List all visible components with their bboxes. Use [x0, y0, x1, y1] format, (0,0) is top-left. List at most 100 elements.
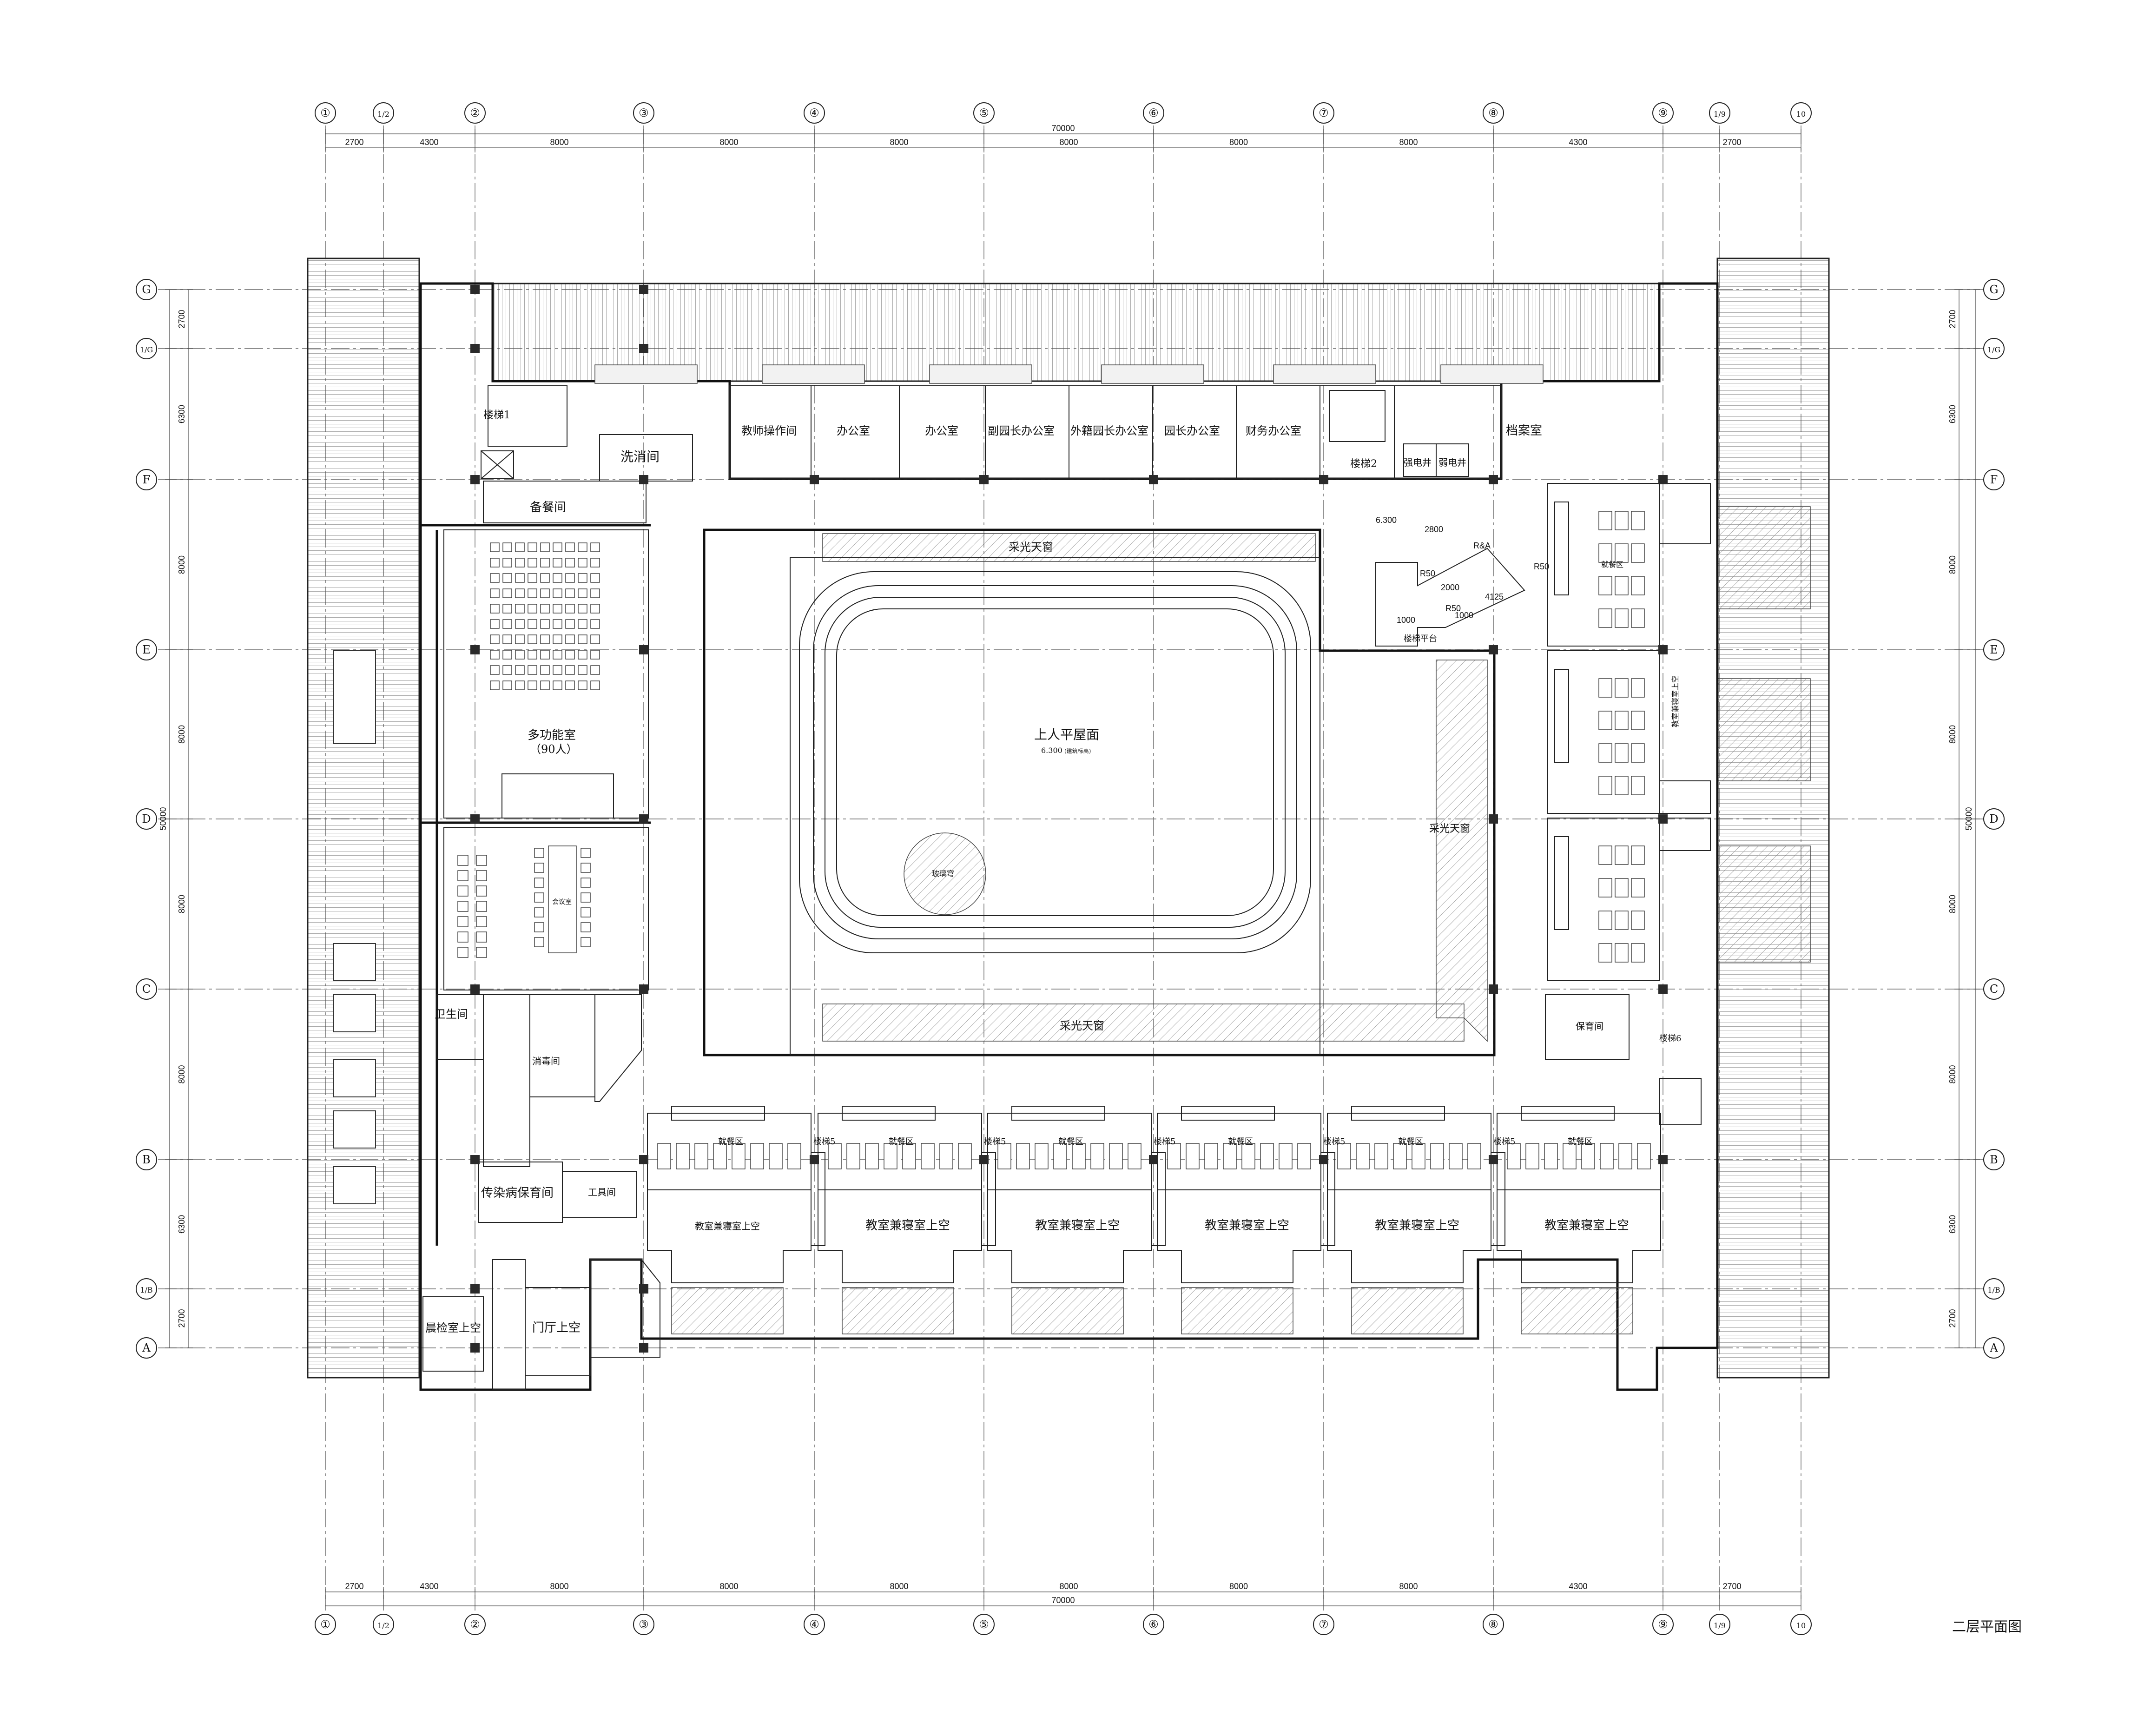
roof-level-suffix: (建筑标高) — [1064, 747, 1091, 754]
dimension-label: 8000 — [1399, 1582, 1418, 1591]
seat — [528, 604, 537, 614]
seat — [590, 573, 600, 583]
row-bubble — [136, 808, 157, 830]
structural-column — [1319, 1155, 1328, 1164]
dimension-label: 8000 — [719, 138, 738, 147]
row-bubble — [136, 639, 157, 660]
column-grid-label: ④ — [809, 106, 819, 119]
dimension-label: 8000 — [1059, 1582, 1078, 1591]
column-bubble — [973, 102, 995, 124]
structural-column — [979, 475, 989, 484]
structural-column — [470, 645, 480, 654]
vice-principal-label: 副园长办公室 — [988, 424, 1055, 437]
dimension-label: 4300 — [420, 138, 438, 147]
dining-table — [846, 1143, 860, 1169]
dining-label: 就餐区 — [1398, 1137, 1423, 1147]
office-1-label: 办公室 — [837, 424, 870, 437]
row-bubble — [1983, 808, 2005, 830]
dining-table — [1449, 1143, 1463, 1169]
seat — [590, 680, 600, 690]
seat — [553, 650, 562, 660]
structural-column — [639, 285, 648, 294]
row-grid-label: D — [1989, 812, 1998, 825]
classroom — [987, 1189, 1152, 1283]
courtyard-note: 4125 — [1485, 592, 1504, 601]
seat — [590, 619, 600, 629]
seat — [534, 878, 544, 888]
structural-column — [470, 1155, 480, 1164]
dining-table — [1598, 911, 1612, 930]
seat — [540, 680, 550, 690]
skylight — [1011, 1287, 1124, 1334]
column-bubble — [973, 1614, 995, 1635]
dining-table — [1204, 1143, 1218, 1169]
row-grid-label: G — [1989, 283, 1998, 296]
skylight — [842, 1287, 954, 1334]
dining-table — [1167, 1143, 1181, 1169]
seat — [581, 848, 591, 858]
column-bubble — [1483, 1614, 1504, 1635]
structural-column — [639, 1155, 648, 1164]
seat — [578, 588, 587, 598]
dining-table — [732, 1143, 746, 1169]
seat — [553, 604, 562, 614]
wash-room-label: 洗消间 — [620, 449, 660, 464]
dimension-label: 8000 — [1059, 138, 1078, 147]
morning-check-label: 晨检室上空 — [425, 1321, 481, 1334]
courtyard-note: R50 — [1534, 562, 1549, 571]
roof-level-label: 6.300 — [1041, 746, 1062, 755]
column-grid-label: 1/9 — [1714, 110, 1726, 119]
dining-table — [1053, 1143, 1067, 1169]
seat — [553, 542, 562, 552]
dining-table — [1631, 911, 1645, 930]
seat — [581, 907, 591, 918]
column-bubble — [315, 102, 336, 124]
row-bubble — [136, 469, 157, 490]
overall-dimension-label: 50000 — [158, 807, 168, 830]
seat — [534, 848, 544, 858]
dimension-label: 6300 — [1948, 1215, 1957, 1234]
column-grid-label: ⑨ — [1658, 106, 1668, 119]
dining-table — [997, 1143, 1011, 1169]
seat — [502, 604, 512, 614]
seat — [457, 931, 468, 943]
classroom — [1157, 1189, 1321, 1283]
dimension-label: 2700 — [1948, 310, 1957, 328]
row-grid-label: B — [142, 1153, 151, 1166]
dining-table — [1631, 878, 1645, 898]
column-bubble — [804, 102, 825, 124]
structural-column — [470, 285, 480, 294]
isolation-label: 传染病保育间 — [481, 1186, 554, 1200]
weak-power-label: 弱电井 — [1438, 457, 1466, 468]
seat — [490, 542, 500, 552]
skylight — [671, 1287, 784, 1334]
column-bubble — [1483, 102, 1504, 124]
counter — [842, 1106, 936, 1121]
classroom-void-label: 教室兼寝室上空 — [1375, 1219, 1459, 1233]
column-bubble — [1790, 102, 1812, 124]
dining-table — [1090, 1143, 1104, 1169]
nursery-label: 保育间 — [1576, 1021, 1603, 1032]
strong-power-label: 强电井 — [1404, 457, 1432, 468]
dimension-label: 8000 — [1229, 1582, 1248, 1591]
seat — [565, 542, 575, 552]
seat — [590, 604, 600, 614]
dimension-label: 8000 — [1948, 895, 1957, 913]
row-grid-label: 1/B — [140, 1286, 152, 1294]
column-bubble — [1313, 102, 1334, 124]
seat — [528, 650, 537, 660]
dining-table — [1337, 1143, 1351, 1169]
dining-table — [1072, 1143, 1086, 1169]
seat — [528, 665, 537, 675]
dimension-label: 8000 — [1229, 138, 1248, 147]
dining-table — [1615, 576, 1629, 595]
dining-table — [1223, 1143, 1237, 1169]
structural-column — [639, 645, 648, 654]
structural-column — [1489, 814, 1498, 824]
seat — [578, 558, 587, 568]
classroom-void-label: 教室兼寝室上空 — [865, 1219, 950, 1233]
dimension-label: 4300 — [1569, 138, 1587, 147]
seat — [581, 937, 591, 947]
